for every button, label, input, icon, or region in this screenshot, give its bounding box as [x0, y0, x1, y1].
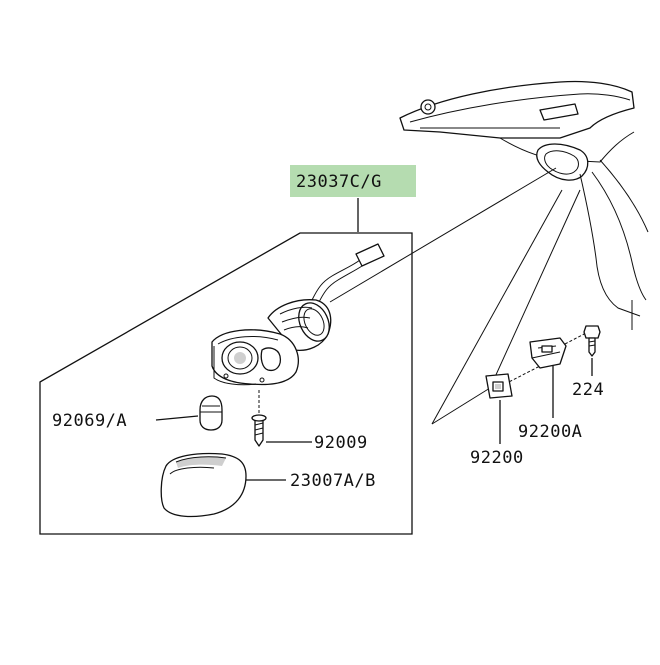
bulb-part-number[interactable]: 92069/A: [52, 411, 127, 431]
bulb-leader: [155, 415, 199, 421]
bulb-drawing: [199, 395, 223, 431]
bolt-part-number[interactable]: 224: [572, 380, 604, 400]
screw-drawing: [251, 390, 267, 447]
bracket-leader-line-1: [431, 189, 563, 425]
lens-drawing: [160, 452, 247, 518]
assembly-label-highlight: [290, 165, 416, 197]
assembly-leader-line: [329, 167, 557, 303]
screw-part-number[interactable]: 92009: [314, 433, 368, 453]
sub-assembly-frame: [39, 232, 413, 535]
bracket-part-number[interactable]: 92200: [470, 448, 524, 468]
bracket-leader-line-2: [489, 189, 581, 389]
label-leaders: [155, 358, 593, 481]
motorcycle-body-drawing: [399, 80, 649, 330]
assembly-callout[interactable]: 23037C/G: [290, 165, 416, 232]
bracket-leader-line-3: [431, 387, 491, 425]
lens-part-number[interactable]: 23007A/B: [290, 471, 376, 491]
assembly-part-number[interactable]: 23037C/G: [296, 172, 382, 192]
bracket-a-part-number[interactable]: 92200A: [518, 422, 582, 442]
leader-lines: [329, 167, 589, 425]
bracket-a-drawing: [529, 337, 567, 369]
bolt-drawing: [583, 325, 601, 357]
turn-signal-housing-drawing: [211, 243, 385, 386]
bracket-drawing: [485, 373, 513, 399]
